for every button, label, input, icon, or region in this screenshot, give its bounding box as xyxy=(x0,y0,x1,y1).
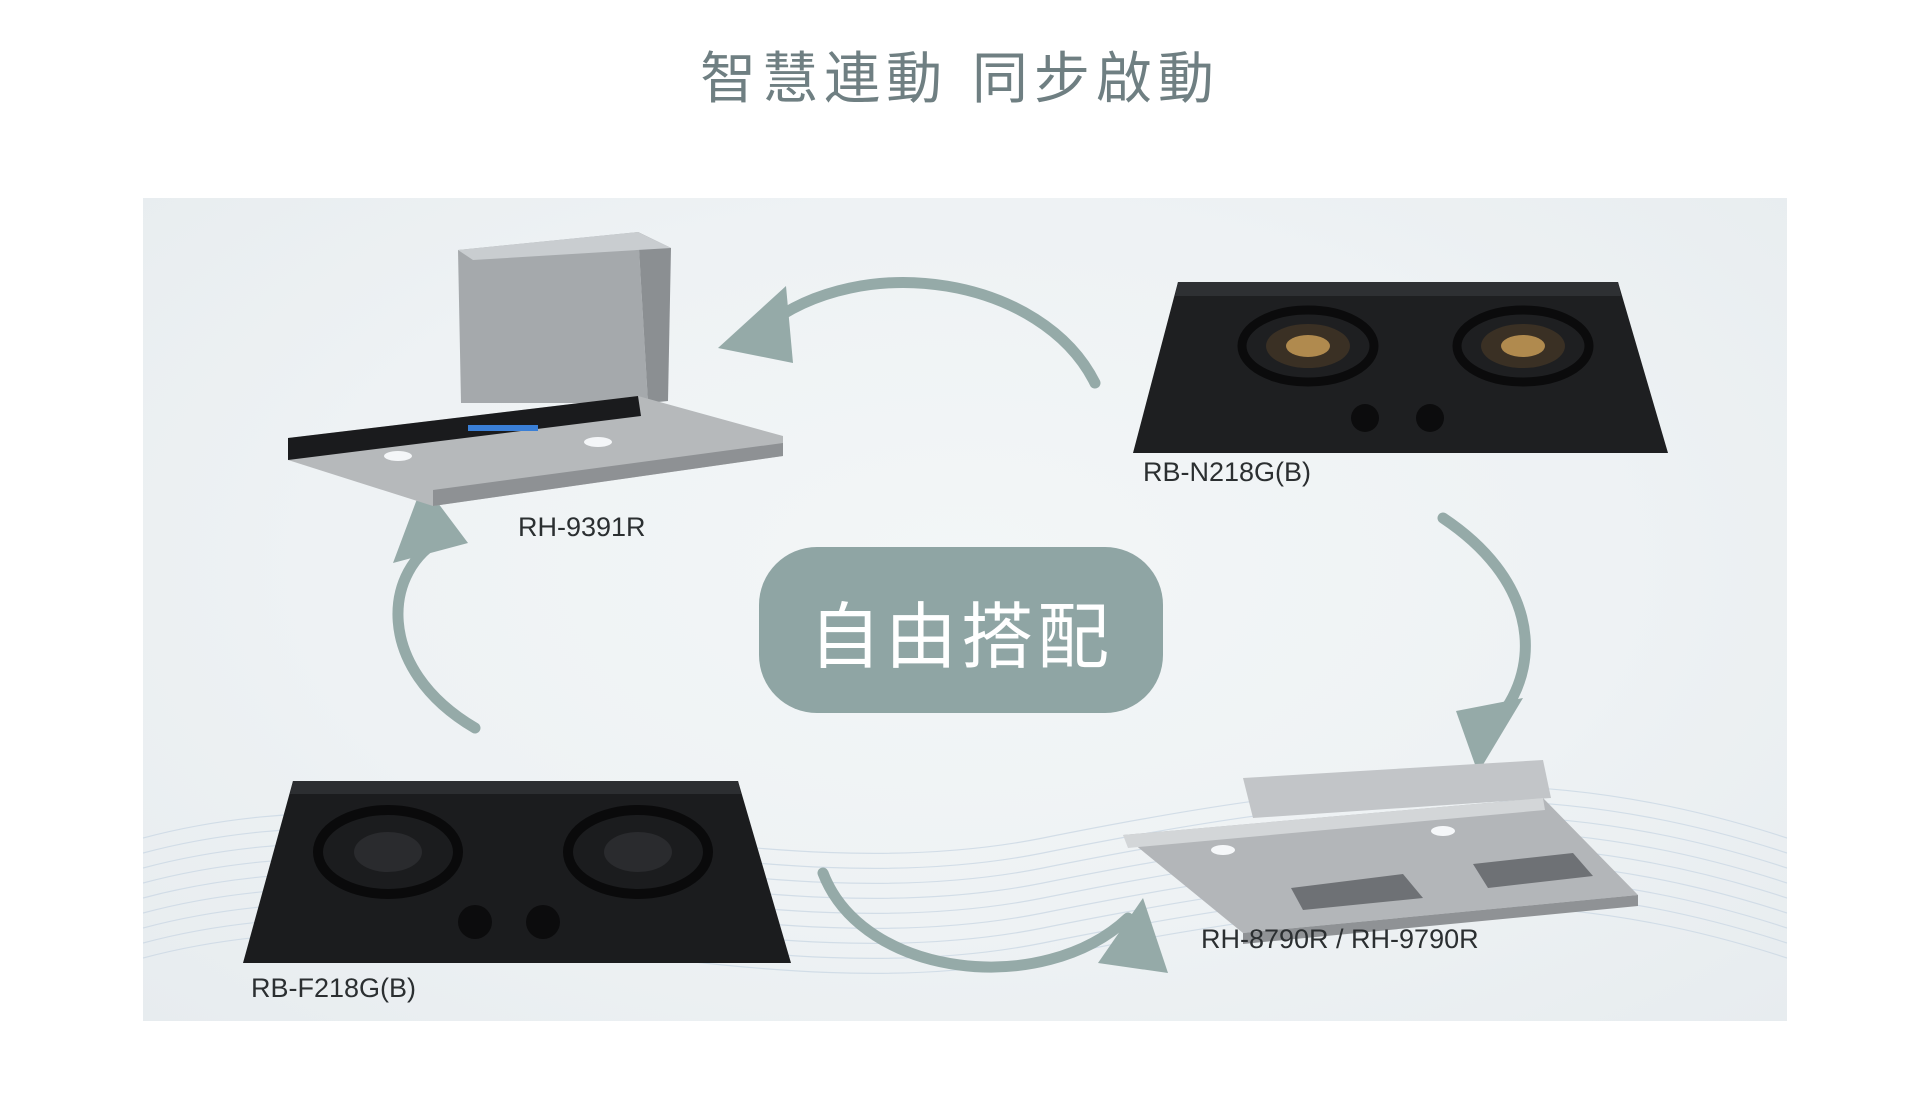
arrowhead-shapes xyxy=(393,286,1523,973)
model-label-top-left: RH-9391R xyxy=(518,512,646,542)
gas-stove-image xyxy=(243,781,791,963)
gas-stove-image xyxy=(1133,282,1668,453)
model-label-bottom-left: RB-F218G(B) xyxy=(251,973,417,1003)
range-hood-image xyxy=(1123,760,1638,944)
model-label-top-right: RB-N218G(B) xyxy=(1143,457,1312,487)
page-title: 智慧連動 同步啟動 xyxy=(700,47,1220,112)
range-hood-image xyxy=(288,232,783,506)
panel-graphics xyxy=(143,232,1787,975)
free-pairing-badge: 自由搭配 xyxy=(759,547,1163,713)
product-pairing-panel: RH-9391R RB-N218G(B) RH-8790R / RH-9790R… xyxy=(143,198,1787,1021)
model-label-bottom-right: RH-8790R / RH-9790R xyxy=(1201,924,1479,954)
